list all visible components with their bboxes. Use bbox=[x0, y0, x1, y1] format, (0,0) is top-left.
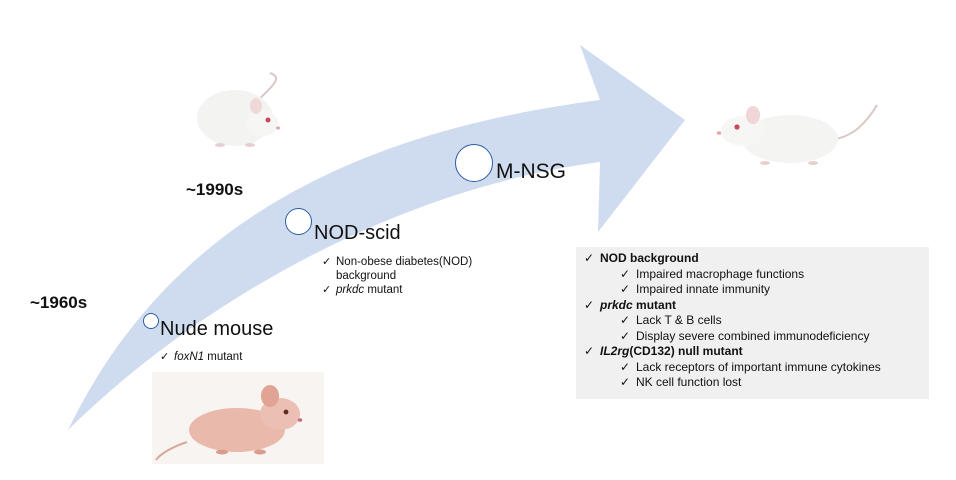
stage-title-nude-mouse: Nude mouse bbox=[160, 318, 274, 340]
info-item: ✓NK cell function lost bbox=[620, 375, 742, 389]
stage-marker-nude bbox=[143, 313, 159, 329]
white-mouse-photo-m-nsg bbox=[716, 104, 878, 165]
bullet-row: ✓ Non-obese diabetes(NOD) bbox=[322, 255, 472, 269]
check-icon: ✓ bbox=[584, 251, 595, 265]
info-box: ✓ NOD background ✓Impaired macrophage fu… bbox=[576, 247, 929, 399]
timeline-arrow-shape bbox=[68, 45, 685, 430]
bullet-text: prkdc mutant bbox=[336, 284, 403, 296]
info-item: ✓Lack T & B cells bbox=[620, 313, 722, 327]
nod-scid-bullets: ✓ Non-obese diabetes(NOD) background ✓ p… bbox=[322, 255, 472, 297]
bullet-row: ✓ foxN1 mutant bbox=[160, 350, 242, 364]
check-icon: ✓ bbox=[620, 313, 631, 327]
bullet-text: Non-obese diabetes(NOD) bbox=[336, 256, 473, 268]
check-icon: ✓ bbox=[620, 328, 631, 343]
stage-title-nod-scid: NOD-scid bbox=[314, 222, 401, 244]
bullet-text: background bbox=[336, 270, 397, 282]
check-icon: ✓ bbox=[322, 256, 332, 268]
info-item: ✓Display severe combined immunodeficienc… bbox=[620, 328, 870, 343]
check-icon: ✓ bbox=[620, 359, 631, 374]
check-icon: ✓ bbox=[160, 351, 170, 363]
bullet-row-continuation: background bbox=[322, 269, 472, 283]
era-1960s: ~1960s bbox=[30, 293, 88, 312]
era-1990s: ~1990s bbox=[186, 180, 244, 199]
stage-title-m-nsg: M-NSG bbox=[496, 160, 566, 183]
stage-marker-m-nsg bbox=[455, 144, 493, 182]
stage-marker-nod-scid bbox=[285, 208, 312, 235]
check-icon: ✓ bbox=[620, 282, 631, 296]
check-icon: ✓ bbox=[620, 375, 631, 389]
check-icon: ✓ bbox=[584, 344, 595, 358]
check-icon: ✓ bbox=[322, 284, 332, 296]
hairless-mouse-photo bbox=[152, 372, 324, 464]
info-section-head: ✓ IL2rg(CD132) null mutant bbox=[584, 344, 743, 358]
bullet-text: foxN1 mutant bbox=[174, 351, 243, 363]
bullet-row: ✓ prkdc mutant bbox=[322, 283, 472, 297]
info-section-head: ✓ NOD background bbox=[584, 251, 699, 265]
info-item: ✓Lack receptors of important immune cyto… bbox=[620, 359, 881, 374]
info-item: ✓Impaired macrophage functions bbox=[620, 266, 805, 281]
check-icon: ✓ bbox=[620, 266, 631, 281]
check-icon: ✓ bbox=[584, 297, 595, 312]
info-section-head: ✓ prkdc mutant bbox=[584, 297, 677, 312]
info-item: ✓Impaired innate immunity bbox=[620, 282, 771, 296]
nude-mouse-bullets: ✓ foxN1 mutant bbox=[160, 350, 242, 364]
white-mouse-photo-1990s bbox=[197, 72, 280, 147]
